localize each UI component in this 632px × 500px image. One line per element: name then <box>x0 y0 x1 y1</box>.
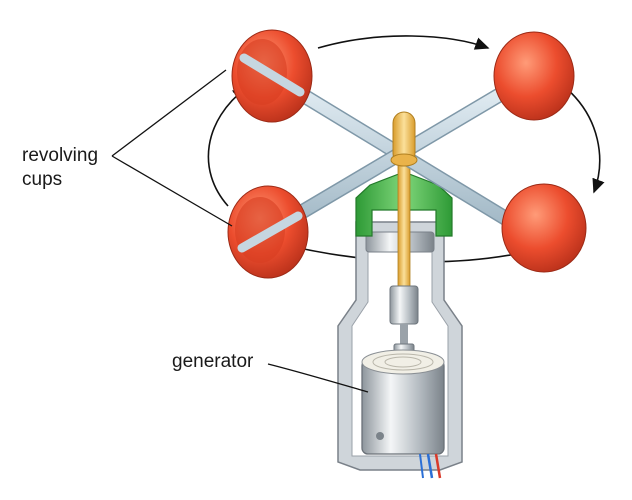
leader-cups-upper <box>111 69 227 157</box>
rotation-arrow-right <box>565 87 605 194</box>
generator-body <box>361 349 445 479</box>
leader-generator <box>267 363 369 393</box>
revolving-cups-label-line1: revolving <box>22 145 99 166</box>
leader-cups-lower <box>111 155 233 227</box>
hub-cap <box>390 111 418 167</box>
revolving-cups-label-line2: cups <box>22 169 63 190</box>
cup-top-left <box>231 29 313 123</box>
cup-bottom-right <box>501 183 587 273</box>
shaft-coupling <box>389 285 419 359</box>
rotation-arrow-top <box>317 35 490 50</box>
revolving-cups-label: revolving cups <box>22 144 132 192</box>
cup-bottom-left <box>227 185 309 279</box>
rotation-arrow-left <box>207 87 248 207</box>
generator-label: generator <box>172 351 254 372</box>
shaft <box>397 149 411 291</box>
cup-top-right <box>493 31 575 121</box>
leader-lines <box>111 69 369 393</box>
